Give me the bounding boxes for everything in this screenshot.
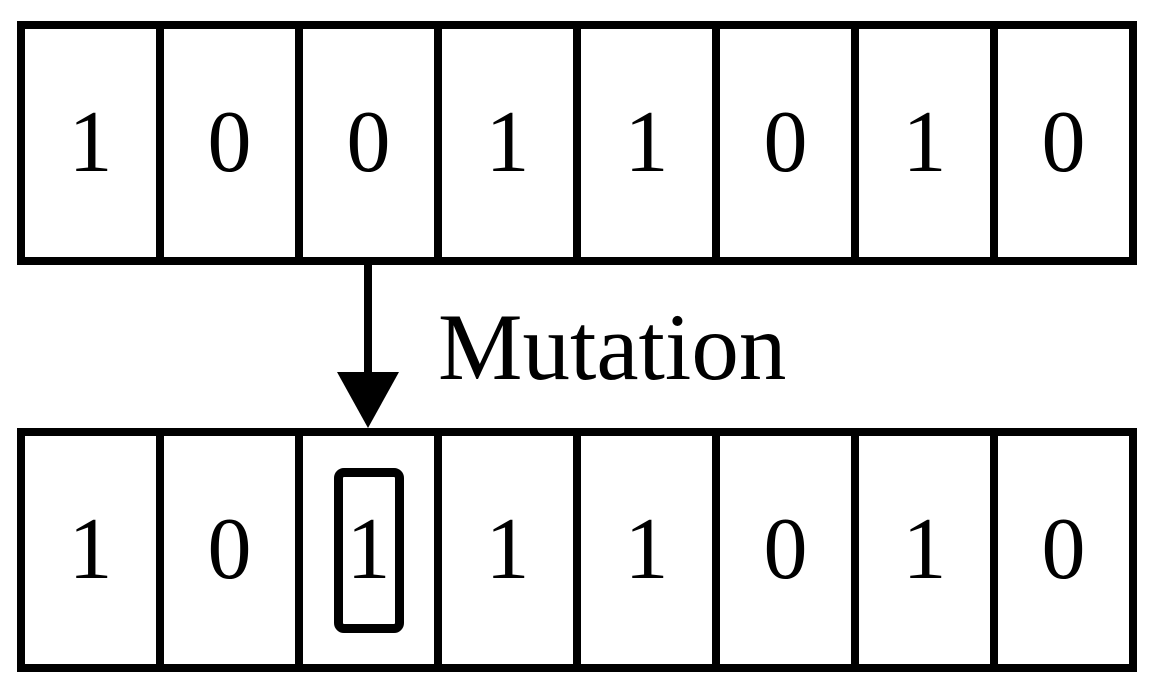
bit-value: 0	[207, 94, 252, 191]
bit-value: 1	[624, 94, 669, 191]
bit-cell: 0	[990, 436, 1129, 664]
bit-cell: 1	[434, 29, 573, 257]
bit-cell: 0	[156, 29, 295, 257]
bit-value: 1	[902, 501, 947, 598]
bit-cell: 0	[712, 29, 851, 257]
bit-value: 1	[902, 94, 947, 191]
bit-cell: 1	[25, 436, 156, 664]
chromosome-row-after: 1 0 1 1 1 0 1 0	[17, 428, 1137, 672]
bit-cell: 0	[156, 436, 295, 664]
bit-cell: 1	[434, 436, 573, 664]
bit-cell: 1	[851, 29, 990, 257]
bit-value: 0	[207, 501, 252, 598]
bit-value: 0	[763, 501, 808, 598]
bit-cell: 1	[573, 29, 712, 257]
bit-value: 1	[68, 94, 113, 191]
bit-value: 0	[1041, 94, 1086, 191]
bit-value: 1	[485, 94, 530, 191]
bit-value: 0	[1041, 501, 1086, 598]
bit-value: 1	[346, 501, 391, 598]
bit-cell: 0	[295, 29, 434, 257]
mutation-label: Mutation	[438, 294, 787, 400]
mutated-bit-box: 1	[333, 467, 404, 633]
bit-cell-mutated: 1	[295, 436, 434, 664]
bit-cell: 0	[990, 29, 1129, 257]
bit-cell: 1	[851, 436, 990, 664]
chromosome-row-before: 1 0 0 1 1 0 1 0	[17, 21, 1137, 265]
mutation-arrow-icon	[337, 262, 399, 428]
bit-cell: 0	[712, 436, 851, 664]
bit-value: 1	[68, 501, 113, 598]
bit-cell: 1	[573, 436, 712, 664]
bit-value: 1	[485, 501, 530, 598]
bit-value: 0	[346, 94, 391, 191]
bit-value: 1	[624, 501, 669, 598]
bit-value: 0	[763, 94, 808, 191]
bit-cell: 1	[25, 29, 156, 257]
